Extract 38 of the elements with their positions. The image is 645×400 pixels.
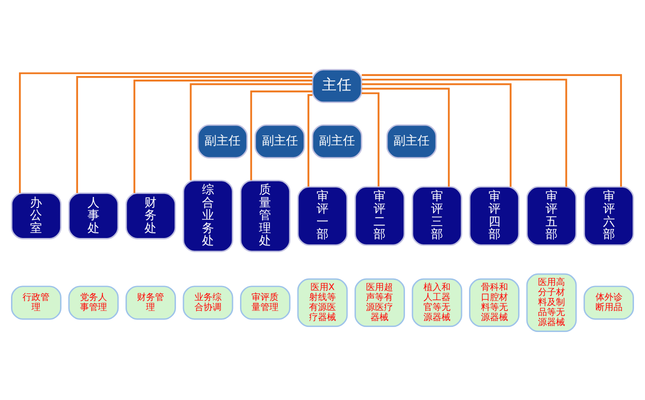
node-box: 人事处 — [68, 192, 119, 239]
node-box: 质量管理处 — [240, 179, 290, 252]
node-box: 审评三部 — [412, 186, 462, 246]
connector — [250, 90, 312, 180]
node-box: 体外诊断用品 — [584, 285, 634, 320]
node-box: 行政管理 — [11, 285, 62, 320]
connector — [362, 87, 450, 186]
node-box: 植入和人工器官等无源器械 — [412, 278, 462, 327]
node-box: 办公室 — [11, 192, 62, 239]
connector — [18, 72, 312, 193]
node-box: 审评五部 — [526, 186, 577, 246]
connector — [133, 79, 312, 192]
connector — [362, 78, 568, 186]
connector — [190, 82, 312, 180]
node-box: 医用超声等有源医疗器械 — [354, 278, 405, 327]
connector — [308, 94, 312, 186]
node-box: 副主任 — [386, 124, 437, 158]
node-box: 业务综合协调 — [182, 285, 234, 320]
node-box: 医用X射线等有源医疗器械 — [297, 278, 348, 327]
node-box: 副主任 — [197, 124, 248, 158]
node-box: 副主任 — [254, 124, 305, 158]
node-box: 主任 — [312, 68, 362, 103]
node-box: 综合业务处 — [182, 179, 234, 252]
connector — [362, 92, 380, 186]
connector — [362, 82, 512, 186]
node-box: 审评一部 — [297, 186, 348, 246]
connector — [362, 74, 622, 186]
node-box: 财务管理 — [126, 285, 176, 320]
node-box: 审评二部 — [354, 186, 405, 246]
node-box: 财务处 — [126, 192, 176, 239]
node-box: 副主任 — [312, 124, 362, 158]
node-box: 医用高分子材料及制品等无源器械 — [526, 272, 577, 332]
node-box: 审评质量管理 — [240, 285, 290, 320]
node-box: 党务人事管理 — [68, 285, 119, 320]
node-box: 骨科和口腔材料等无源器械 — [469, 278, 520, 327]
node-box: 审评四部 — [469, 186, 520, 246]
connector — [76, 76, 312, 192]
node-box: 审评六部 — [584, 186, 634, 246]
